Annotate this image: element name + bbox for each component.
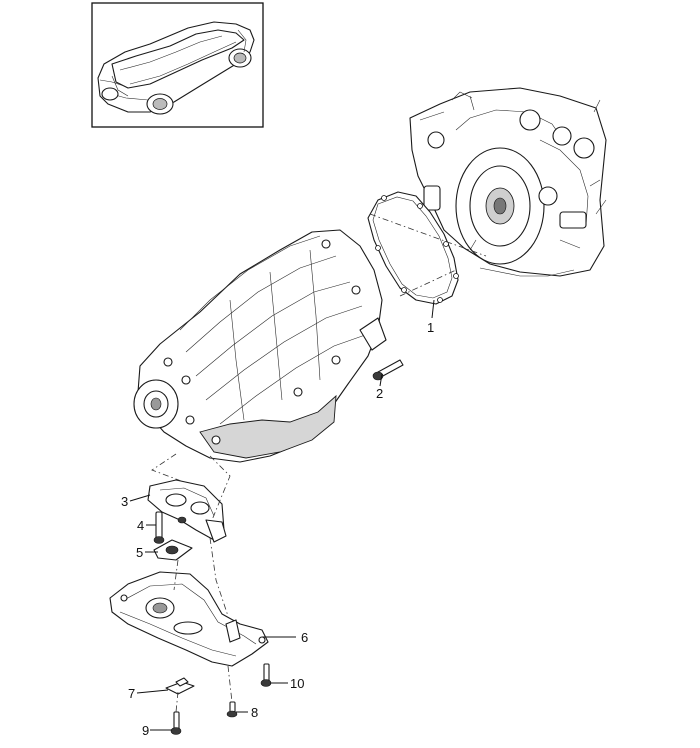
engine-illustration: [409, 87, 607, 277]
callout-3: 3: [121, 494, 128, 509]
bolt-part-2: [372, 359, 404, 381]
bolt-part-10: [260, 663, 272, 687]
callout-1: 1: [427, 320, 434, 335]
gasket-part: [367, 191, 459, 305]
bolt-part-9: [170, 711, 182, 735]
callout-6: 6: [301, 630, 308, 645]
callout-7: 7: [128, 686, 135, 701]
mount-bracket-part-3: [147, 479, 227, 543]
callout-9: 9: [142, 723, 149, 738]
callout-8: 8: [251, 705, 258, 720]
vehicle-thumbnail: [91, 2, 264, 128]
car-icon: [97, 21, 255, 115]
callout-10: 10: [290, 676, 304, 691]
clip-part-7: [165, 677, 195, 695]
bolt-part-8: [226, 701, 238, 718]
rubber-mount-part-5: [153, 539, 193, 561]
callout-labels: 1 2 3 4 5 6 7 8 9 10: [121, 320, 434, 738]
callout-leaders: [129, 299, 435, 731]
assembly-guide-lines: [151, 213, 487, 713]
callout-2: 2: [376, 386, 383, 401]
crossmember-part-6: [109, 571, 269, 667]
callout-5: 5: [136, 545, 143, 560]
callout-4: 4: [137, 518, 144, 533]
transmission-illustration: [133, 229, 387, 463]
bolt-part-4: [153, 511, 165, 544]
